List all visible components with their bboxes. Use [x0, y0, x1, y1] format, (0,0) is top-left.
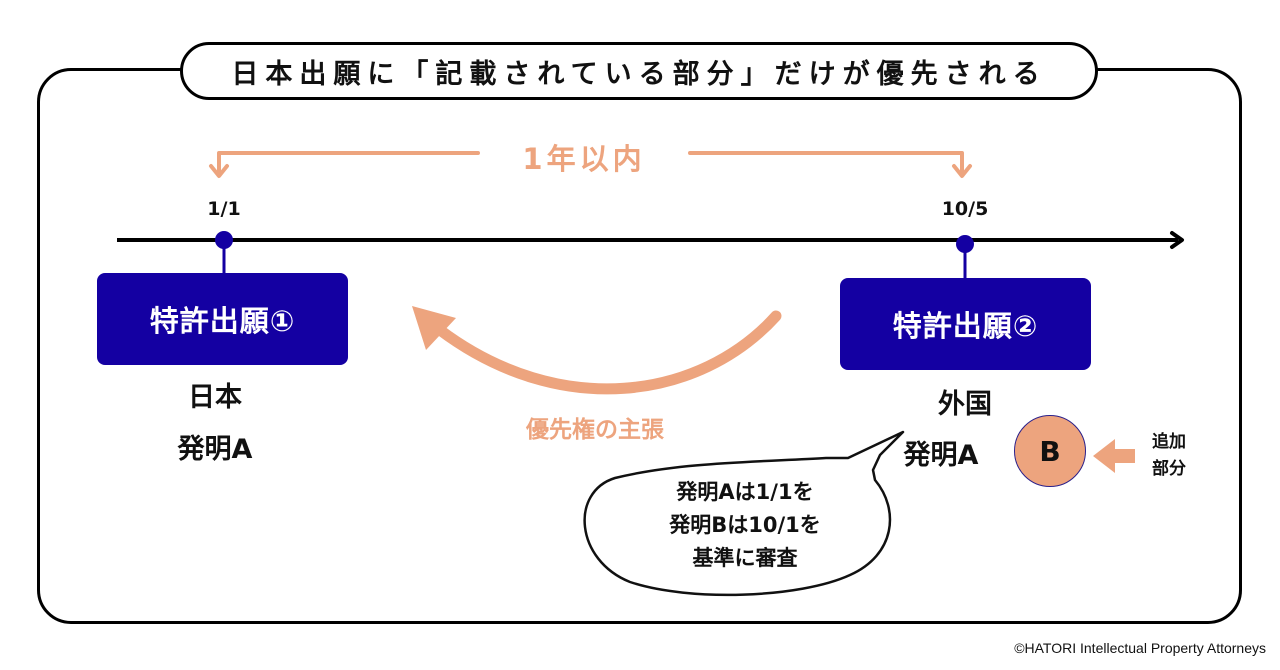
speech-bubble-line-3: 基準に審査 — [692, 546, 798, 570]
priority-claim-label: 優先権の主張 — [526, 417, 664, 443]
invention-label-1: 発明A — [177, 434, 253, 465]
date-label-2: 10/5 — [941, 198, 989, 220]
speech-bubble-line-2: 発明Bは10/1を — [669, 513, 821, 537]
date-marker-dot-2 — [956, 235, 974, 253]
period-bracket — [209, 151, 972, 178]
diagram-title: 日本出願に「記載されている部分」だけが優先される — [180, 42, 1098, 100]
date-label-1: 1/1 — [207, 198, 241, 220]
application-box-1: 特許出願① — [97, 273, 348, 365]
added-part-note: 追加 部分 — [1152, 429, 1186, 483]
speech-bubble-line-1: 発明Aは1/1を — [676, 480, 814, 504]
country-label-1: 日本 — [188, 382, 242, 413]
period-label: 1年以内 — [522, 142, 646, 176]
invention-label-2: 発明A — [903, 440, 979, 471]
country-label-2: 外国 — [938, 389, 992, 420]
added-part-arrow-icon — [1093, 439, 1135, 473]
speech-bubble-text: 発明Aは1/1を 発明Bは10/1を 基準に審査 — [600, 476, 890, 575]
priority-claim-arrow — [434, 310, 782, 395]
added-part-note-line1: 追加 — [1152, 432, 1186, 452]
added-part-note-line2: 部分 — [1152, 459, 1186, 479]
timeline-arrowhead — [1170, 231, 1184, 249]
speech-bubble-shape — [583, 430, 905, 597]
date-marker-dot-1 — [215, 231, 233, 249]
period-bracket-left-arrowhead — [209, 164, 229, 178]
priority-claim-arrowhead — [412, 306, 456, 350]
application-box-2: 特許出願② — [840, 278, 1091, 370]
period-bracket-right-arrowhead — [952, 164, 972, 178]
period-bracket-right — [688, 151, 964, 177]
copyright-notice: ©HATORI Intellectual Property Attorneys — [1014, 640, 1266, 656]
added-part-circle: B — [1014, 415, 1086, 487]
period-bracket-left — [217, 151, 480, 177]
